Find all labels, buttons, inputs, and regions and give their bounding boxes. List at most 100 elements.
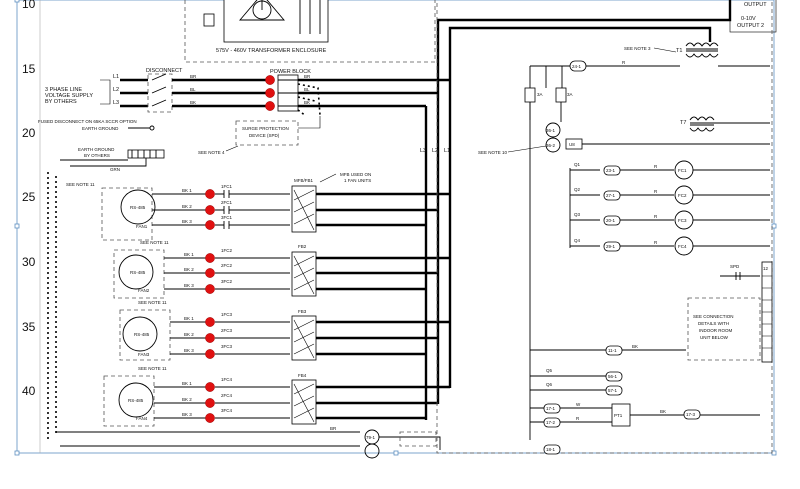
fan1-filter-label: MFB/FB1 (294, 178, 313, 183)
row-number-40: 40 (22, 384, 36, 398)
earth-ground-others-2: BY OTHERS (84, 153, 110, 158)
fan3-note-11: SEE NOTE 11 (138, 300, 167, 305)
terminal-23-1: 23-1 (606, 168, 616, 173)
disconnect-label: DISCONNECT (146, 68, 183, 74)
line-l3: L3 (113, 100, 119, 106)
fan3-contact-2: 2FC3 (221, 328, 233, 333)
resize-handle-left[interactable] (14, 223, 20, 229)
wire-bl-1: BL (190, 87, 196, 92)
row-number-30: 30 (22, 255, 36, 269)
relay-q4: Q4 (574, 238, 581, 243)
q2-wire-r: R (654, 189, 658, 194)
transformer-t1: T1 (676, 48, 682, 54)
terminal-17-1: 17-1 (546, 406, 556, 411)
relay-q3: Q3 (574, 212, 581, 217)
fan4-contact-2: 2FC4 (221, 393, 233, 398)
bus-l2: L2 (432, 148, 438, 154)
terminal-24-1: 24-1 (572, 64, 582, 69)
wire-r-pt: R (576, 416, 580, 421)
fan1-contact-1: 1FC1 (221, 184, 233, 189)
bus-l1: L1 (444, 148, 450, 154)
fan1-contact-point-1 (205, 189, 215, 199)
fan2-contact-2: 2FC2 (221, 263, 233, 268)
row-number-35: 35 (22, 320, 36, 334)
fan1-rs485: RS-485 (130, 205, 146, 210)
fan1-label: FAN1 (136, 224, 148, 229)
fan3-rs485: RS-485 (134, 332, 150, 337)
q1-wire-r: R (654, 164, 658, 169)
terminal-36-2: 36-2 (546, 143, 556, 148)
fan2-wire-3: BK 3 (184, 283, 194, 288)
connection-details-2: DETAILS WITH (698, 321, 729, 326)
q3-wire-r: R (654, 214, 658, 219)
fan1-contact-2: 2FC1 (221, 200, 233, 205)
row-number-25: 25 (22, 190, 36, 204)
relay-q1: Q1 (574, 162, 581, 167)
terminal-56-1: 56-1 (608, 374, 618, 379)
fan1-wire-1: BK 1 (182, 188, 192, 193)
fused-disconnect-label: FUSED DISCONNECT ON 65KA SCCR OPTION (38, 119, 137, 124)
wire-w-1: W (576, 402, 581, 407)
resize-handle-bottom-left[interactable] (14, 450, 20, 456)
fan4-contact-point-3 (205, 413, 215, 423)
fan4-rs485: RS-485 (128, 398, 144, 403)
ctrl-wire-r-1: R (622, 60, 626, 65)
fan3-wire-1: BK 1 (184, 316, 194, 321)
row-number-20: 20 (22, 126, 36, 140)
row-number-15: 15 (22, 62, 36, 76)
fan3-wire-3: BK 3 (184, 348, 194, 353)
transformer-enclosure-label: 575V - 460V TRANSFORMER ENCLOSURE (216, 48, 327, 54)
fan4-wire-3: BK 3 (182, 412, 192, 417)
fan2-contact-1: 1FC2 (221, 248, 233, 253)
terminal-36-1: 36-1 (546, 128, 556, 133)
terminal-18-1: 18-1 (546, 447, 556, 452)
earth-ground-bar: EARTH GROUND BY OTHERS GRN (47, 147, 165, 440)
wire-bk-2: BK (304, 100, 310, 105)
fan-contactor-fc2: FC2 (678, 193, 687, 198)
terminal-17-3: 17-3 (686, 412, 696, 417)
fan1-note-11: SEE NOTE 11 (66, 182, 95, 187)
note-4: SEE NOTE 4 (198, 150, 225, 155)
supply-line3: BY OTHERS (45, 99, 77, 105)
earth-ground-others-1: EARTH GROUND (78, 147, 115, 152)
line-supply: 3 PHASE LINE VOLTAGE SUPPLY BY OTHERS L1… (38, 68, 268, 131)
connection-details-3: INDOOR ROOM (699, 328, 733, 333)
resize-handle-right[interactable] (771, 223, 777, 229)
fan2-contact-3: 3FC2 (221, 279, 233, 284)
connection-details-4: UNIT BELOW (700, 335, 729, 340)
control-section: 24-1 R SEE NOTE 3 T1 3A 3A 36-1 36-2 U8 … (436, 0, 773, 455)
resize-handle-bottom-right[interactable] (771, 450, 777, 456)
fan4-contact-3: 3FC4 (221, 408, 233, 413)
resize-handle-top-left[interactable] (14, 0, 20, 3)
fan2-label: FAN2 (138, 288, 150, 293)
spd-line1: SURGE PROTECTION (242, 126, 289, 131)
fan-contactor-fc1: FC1 (678, 168, 687, 173)
fan2-wire-1: BK 1 (184, 252, 194, 257)
earth-ground-label: EARTH GROUND (82, 126, 119, 131)
fuse-3a-1: 3A (537, 92, 543, 97)
mfb-note-2: 1 FAN UNITS (344, 178, 371, 183)
terminal-17-2: 17-2 (546, 420, 556, 425)
note-10: SEE NOTE 10 (478, 150, 508, 155)
q4-wire-r: R (654, 240, 658, 245)
fan2-contact-point-3 (205, 284, 215, 294)
relay-q6: Q6 (546, 382, 553, 387)
ctrl-wire-bk: BK (632, 344, 638, 349)
fuse-3a-2: 3A (567, 92, 573, 97)
fan4-contact-point-1 (205, 382, 215, 392)
fan2-wire-2: BK 2 (184, 267, 194, 272)
fan3-wire-2: BK 2 (184, 332, 194, 337)
terminal-u8: U8 (569, 142, 575, 147)
fan-contactor-fc3: FC3 (678, 218, 687, 223)
resize-handle-bottom[interactable] (393, 450, 399, 456)
output2-line1: 0-10V (741, 16, 756, 22)
fan3-contact-point-2 (205, 333, 215, 343)
supply-line1: 3 PHASE LINE (45, 87, 82, 93)
spd-line2: DEVICE (SPD) (249, 133, 280, 138)
fan2-filter-label: FB2 (298, 244, 307, 249)
fan3-label: FAN3 (138, 352, 150, 357)
fan4-filter-label: FB4 (298, 373, 307, 378)
fan3-filter-label: FB3 (298, 309, 307, 314)
fan-2-circuit: SEE NOTE 11 RS-485 FAN2 BK 1 BK 2 BK 3 1… (113, 240, 450, 299)
row-number-10: 10 (22, 0, 36, 11)
